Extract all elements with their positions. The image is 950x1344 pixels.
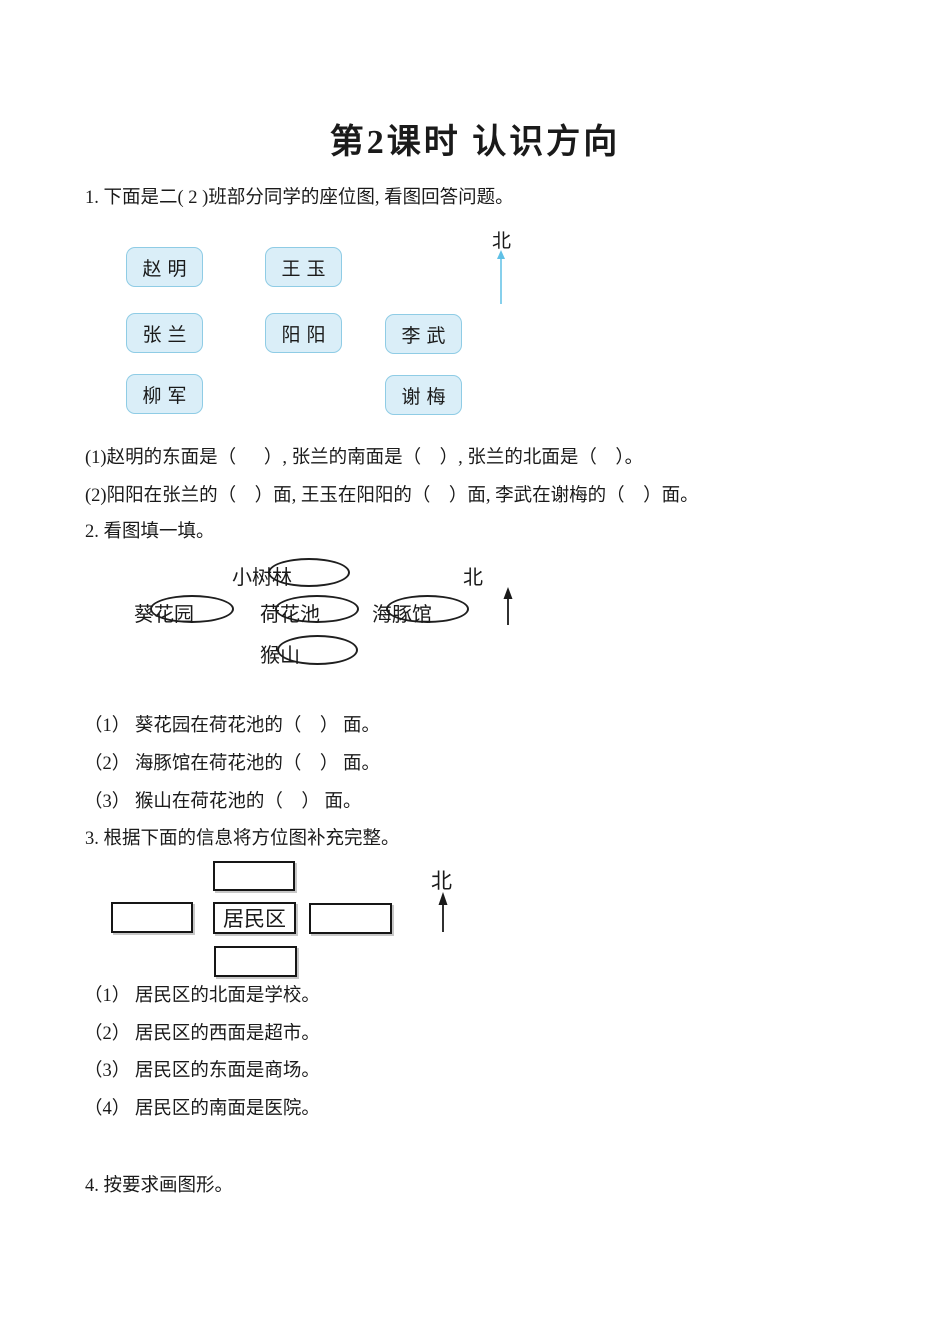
q1-sub-question-2: (2)阳阳在张兰的（ ）面, 王玉在阳阳的（ ）面, 李武在谢梅的（ ）面。 bbox=[85, 486, 699, 506]
q2-north-label: 北 bbox=[463, 567, 483, 589]
q4-prompt: 4. 按要求画图形。 bbox=[85, 1176, 234, 1196]
q1-north-label: 北 bbox=[492, 231, 512, 252]
q3-prompt: 3. 根据下面的信息将方位图补充完整。 bbox=[85, 829, 400, 849]
seat-yang-yang: 阳阳 bbox=[265, 313, 342, 353]
seat-zhang-lan: 张兰 bbox=[126, 313, 203, 353]
seat-xie-mei: 谢梅 bbox=[385, 375, 462, 415]
seat-zhao-ming: 赵明 bbox=[126, 247, 203, 287]
seat-li-wu: 李武 bbox=[385, 314, 462, 354]
q2-sub-question-1: （1） 葵花园在荷花池的（ ） 面。 bbox=[84, 716, 381, 736]
ellipse-lotus-pond bbox=[275, 595, 359, 623]
map-box-east-blank bbox=[309, 903, 392, 934]
ellipse-dolphin-hall bbox=[386, 595, 469, 623]
q2-prompt: 2. 看图填一填。 bbox=[85, 522, 215, 542]
q1-north-arrow-icon bbox=[497, 250, 505, 304]
q3-sub-question-1: （1） 居民区的北面是学校。 bbox=[84, 986, 320, 1006]
map-box-south-blank bbox=[214, 946, 297, 977]
q1-prompt: 1. 下面是二( 2 )班部分同学的座位图, 看图回答问题。 bbox=[85, 188, 514, 208]
place-sunflower-garden: 葵花园 bbox=[134, 604, 194, 626]
q3-sub-question-2: （2） 居民区的西面是超市。 bbox=[84, 1024, 320, 1044]
ellipse-grove bbox=[268, 558, 350, 587]
place-grove: 小树林 bbox=[232, 567, 292, 589]
q2-sub-question-2: （2） 海豚馆在荷花池的（ ） 面。 bbox=[84, 754, 381, 774]
q3-north-label: 北 bbox=[431, 869, 452, 893]
q3-sub-question-4: （4） 居民区的南面是医院。 bbox=[84, 1099, 320, 1119]
q3-sub-question-3: （3） 居民区的东面是商场。 bbox=[84, 1061, 320, 1081]
map-box-north-blank bbox=[213, 861, 295, 891]
page-title: 第2课时 认识方向 bbox=[329, 124, 621, 161]
ellipse-monkey-hill bbox=[277, 635, 358, 665]
place-monkey-hill: 猴山 bbox=[260, 645, 300, 667]
seat-liu-jun: 柳军 bbox=[126, 374, 203, 414]
ellipse-sunflower-garden bbox=[150, 595, 234, 623]
q2-sub-question-3: （3） 猴山在荷花池的（ ） 面。 bbox=[84, 792, 362, 812]
place-lotus-pond: 荷花池 bbox=[260, 604, 320, 626]
q3-north-arrow-icon bbox=[438, 892, 448, 932]
place-dolphin-hall: 海豚馆 bbox=[372, 604, 432, 626]
map-box-west-blank bbox=[111, 902, 193, 933]
seat-wang-yu: 王玉 bbox=[265, 247, 342, 287]
map-box-residential-area: 居民区 bbox=[213, 902, 296, 934]
q1-sub-question-1: (1)赵明的东面是（ ）, 张兰的南面是（ ）, 张兰的北面是（ ）。 bbox=[85, 448, 644, 468]
q2-north-arrow-icon bbox=[503, 587, 513, 625]
